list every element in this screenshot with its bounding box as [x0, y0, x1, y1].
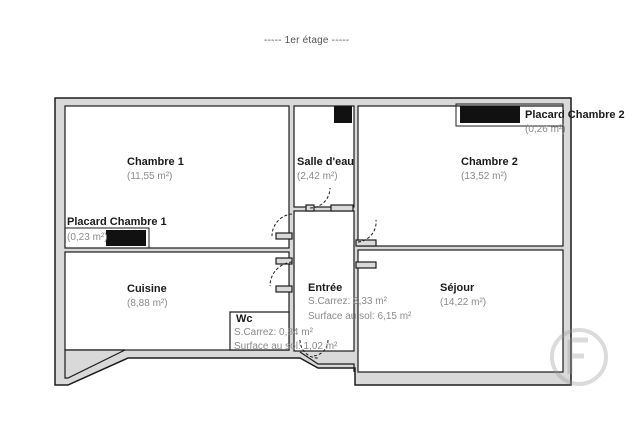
door-arc [311, 339, 329, 357]
door-arc [309, 187, 331, 209]
cabinet-chambre-2 [460, 106, 520, 123]
room-entree [293, 210, 355, 352]
door-stub [275, 257, 293, 265]
room-chambre-1 [64, 105, 290, 249]
cabinet-chambre-1 [106, 230, 146, 246]
angled-wall [64, 349, 126, 379]
room-area-chambre-2: (13,52 m²) [461, 171, 508, 182]
room-area-salle-deau: (2,42 m²) [297, 171, 338, 182]
door-arc [357, 219, 377, 243]
room-name-wc: Wc [236, 313, 253, 325]
room-carrez-wc: S.Carrez: 0,84 m² [234, 327, 313, 338]
door-arc [299, 339, 319, 359]
room-name-entree: Entrée [308, 282, 343, 294]
cabinet-frame [64, 227, 150, 249]
watermark-logo [550, 328, 608, 386]
room-area-cuisine: (8,88 m²) [127, 298, 168, 309]
room-area-sejour: (14,22 m²) [440, 297, 487, 308]
door-stub [275, 285, 293, 293]
room-surface-entree: Surface au sol: 6,15 m² [308, 311, 412, 322]
room-name-sejour: Séjour [440, 282, 475, 294]
room-sejour [357, 249, 564, 373]
room-area-placard-chambre-1: (0,23 m²) [67, 232, 108, 243]
floor-label: ----- 1er étage ----- [264, 35, 350, 46]
room-name-placard-chambre-1: Placard Chambre 1 [67, 216, 167, 228]
cabinet-salle-deau [334, 106, 352, 123]
door-stub [355, 261, 377, 269]
room-chambre-2 [357, 105, 564, 247]
room-area-chambre-1: (11,55 m²) [127, 171, 173, 182]
room-name-salle-deau: Salle d'eau [297, 156, 355, 168]
room-name-chambre-2: Chambre 2 [461, 156, 518, 168]
door-arc [269, 261, 293, 287]
room-name-chambre-1: Chambre 1 [127, 156, 184, 168]
door-stub [275, 232, 293, 240]
room-area-placard-chambre-2: (0,26 m²) [525, 124, 566, 135]
room-carrez-entree: S.Carrez: 3,33 m² [308, 296, 387, 307]
room-name-placard-chambre-2: Placard Chambre 2 [525, 109, 625, 121]
door-arc [271, 213, 293, 237]
cabinet-frame [455, 103, 564, 127]
room-surface-wc: Surface au sol: 1,02 m² [234, 341, 338, 352]
entry-threshold [299, 351, 355, 372]
door-stub [330, 204, 354, 212]
door-stub [355, 239, 377, 247]
room-name-cuisine: Cuisine [127, 283, 167, 295]
room-wc [229, 311, 290, 351]
